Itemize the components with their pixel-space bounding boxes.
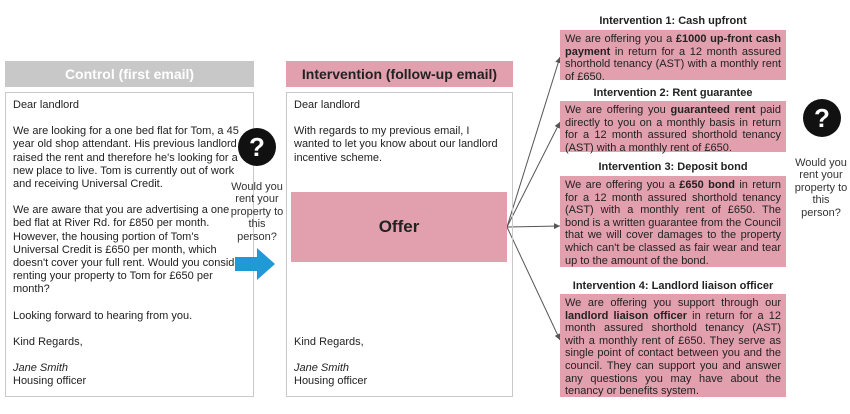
control-signoff: Kind Regards, — [13, 335, 83, 348]
arrow-to-intervention-3 — [506, 223, 561, 230]
intervention-sender-role: Housing officer — [294, 375, 368, 388]
control-paragraph-3: Looking forward to hearing from you. — [13, 309, 193, 322]
question-text-right: Would you rent your property to this per… — [794, 157, 848, 219]
intervention-4-text-bold: landlord liaison officer — [565, 309, 688, 322]
intervention-sender-name: Jane Smith — [294, 362, 350, 375]
control-paragraph-2: We are aware that you are advertising a … — [13, 204, 245, 296]
intervention-4-text-pre: We are offering you support through our — [565, 297, 781, 309]
control-paragraph-1: We are looking for a one bed flat for To… — [13, 125, 239, 191]
intervention-2-box: We are offering you guaranteed rent paid… — [560, 101, 786, 154]
question-text-left: Would you rent your property to this per… — [230, 181, 284, 243]
arrow-to-intervention-2 — [506, 121, 561, 228]
intervention-4-text-post: in return for a 12 month assured shortho… — [565, 309, 781, 398]
intervention-header: Intervention (follow-up email) — [286, 61, 513, 87]
intervention-1-text-pre: We are offering you a — [565, 33, 676, 45]
control-sender-name: Jane Smith — [13, 362, 69, 375]
blue-arrow-icon — [235, 248, 275, 280]
intervention-greeting: Dear landlord — [294, 99, 361, 111]
intervention-1-title: Intervention 1: Cash upfront — [599, 15, 747, 27]
intervention-3-text-bold: £650 bond — [679, 179, 735, 191]
control-greeting: Dear landlord — [13, 99, 80, 111]
intervention-2-title: Intervention 2: Rent guarantee — [593, 87, 753, 99]
question-mark-icon-left: ? — [238, 128, 276, 166]
intervention-signoff: Kind Regards, — [294, 336, 364, 348]
intervention-2-text-pre: We are offering you — [565, 104, 671, 116]
intervention-1-text-post: in return for a 12 month assured shortho… — [565, 45, 781, 83]
intervention-3-text-pre: We are offering you a — [565, 179, 680, 191]
question-mark-icon-right: ? — [803, 99, 841, 137]
offer-box: Offer — [291, 192, 507, 262]
intervention-2-text-bold: guaranteed rent — [670, 104, 756, 116]
intervention-3-box: We are offering you a £650 bond in retur… — [560, 176, 786, 267]
intervention-email: Dear landlord With regards to my previou… — [286, 92, 513, 397]
control-email: Dear landlord We are looking for a one b… — [5, 92, 254, 397]
intervention-signature: Kind Regards, Jane Smith Housing officer — [294, 336, 367, 389]
intervention-4-box: We are offering you support through our … — [560, 294, 786, 397]
intervention-3-text-post: in return for a 12 month assured shortho… — [565, 179, 781, 267]
intervention-3-title: Intervention 3: Deposit bond — [598, 161, 748, 173]
arrow-to-intervention-1 — [506, 56, 562, 228]
intervention-4-title: Intervention 4: Landlord liaison officer — [572, 280, 774, 292]
intervention-1-text-bold: £1000 up-front cash payment — [565, 33, 782, 58]
control-sender-role: Housing officer — [13, 375, 87, 388]
intervention-paragraph-1: With regards to my previous email, I wan… — [294, 125, 498, 164]
arrow-to-intervention-4 — [506, 226, 561, 341]
intervention-1-box: We are offering you a £1000 up-front cas… — [560, 30, 786, 83]
intervention-2-text-post: paid directly to you on a monthly basis … — [565, 104, 781, 154]
control-header: Control (first email) — [5, 61, 254, 87]
